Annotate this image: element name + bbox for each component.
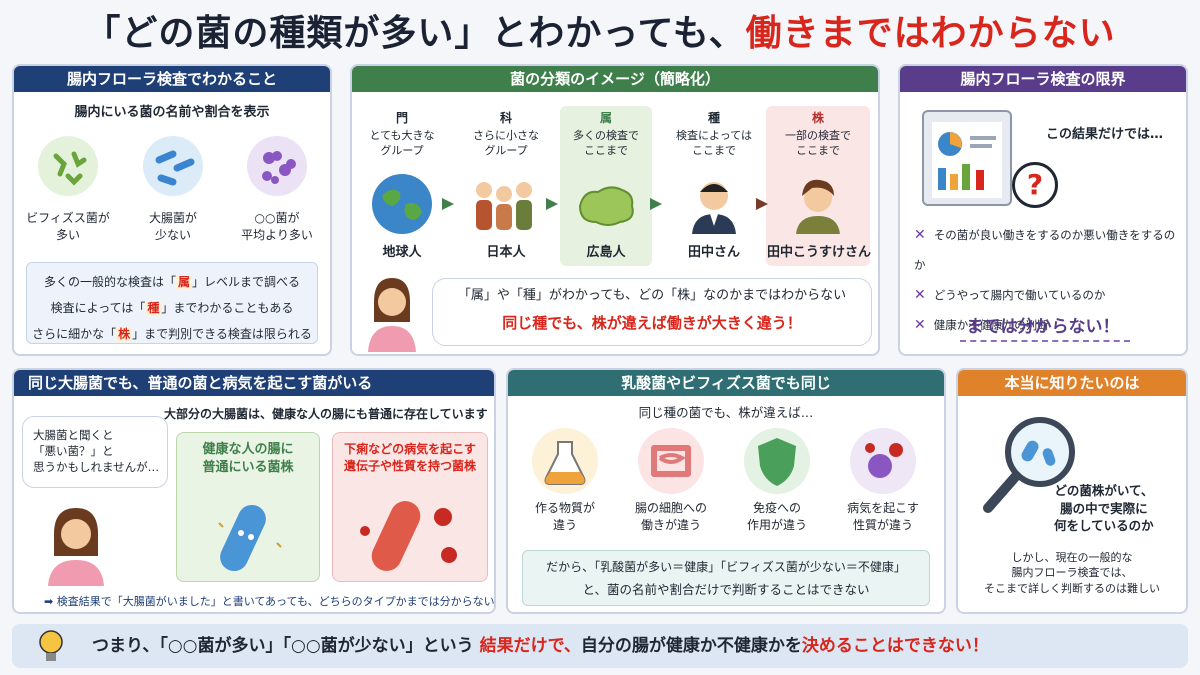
rank-species: 種 <box>707 111 720 125</box>
summary-bar: つまり、「○○菌が多い」「○○菌が少ない」という 結果だけで、自分の腸が健康か不… <box>12 624 1188 668</box>
panel-what-we-want: 本当に知りたいのは どの菌株がいて、腸の中で実際に何をしているのか しかし、現在… <box>956 368 1188 614</box>
arrow-3 <box>650 198 662 210</box>
limits-item-3: ✕健康か不健康かの判断 <box>914 317 1049 333</box>
summary-text: つまり、「○○菌が多い」「○○菌が少ない」という 結果だけで、自分の腸が健康か不… <box>92 636 989 656</box>
woman-thinking-icon <box>360 272 422 352</box>
clipboard-report-icon <box>922 110 1012 206</box>
e-coli-subtitle: 大部分の大腸菌は、健康な人の腸にも普通に存在しています <box>164 407 488 421</box>
rank-strain: 株 <box>811 111 824 125</box>
lactic-conclusion-box: だから、「乳酸菌が多い＝健康」「ビフィズス菌が少ない＝不健康」 と、菌の名前や割… <box>522 550 930 606</box>
what-we-want-note: しかし、現在の一般的な腸内フローラ検査では、そこまで詳しく判断するのは難しい <box>984 551 1160 595</box>
label-japanese: 日本人 <box>486 245 526 260</box>
bacteria-label-3: ○○菌が平均より多い <box>241 211 313 242</box>
panel-test-results-subtitle: 腸内にいる菌の名前や割合を表示 <box>74 105 270 120</box>
panel-limits: 腸内フローラ検査の限界 ? この結果だけでは… ✕その菌が良い働きをするのか悪い… <box>898 64 1188 356</box>
label-hiroshima: 広島人 <box>586 245 626 260</box>
x-mark-icon: ✕ <box>914 317 926 333</box>
note-species: 検査によっては「種」までわかることもある <box>50 301 294 315</box>
normal-strain-box: 健康な人の腸に普通にいる菌株 <box>176 432 320 582</box>
x-mark-icon: ✕ <box>914 287 926 303</box>
rank-phylum-desc: とても大きなグループ <box>369 129 435 158</box>
flask-icon <box>532 428 598 494</box>
other-bacteria-icon <box>247 136 307 196</box>
rank-strain-desc: 一部の検査でここまで <box>785 129 851 158</box>
arrow-right-icon: ➡ <box>44 595 57 608</box>
rank-genus-desc: 多くの検査でここまで <box>573 129 639 158</box>
panel-limits-header: 腸内フローラ検査の限界 <box>900 66 1186 92</box>
e-coli-speech-bubble: 大腸菌と聞くと「悪い菌？」と思うかもしれませんが… <box>22 416 168 488</box>
arrow-1 <box>442 198 454 210</box>
bifidobacteria-icon <box>38 136 98 196</box>
e-coli-icon <box>143 136 203 196</box>
rank-family-desc: さらに小さなグループ <box>473 129 539 158</box>
tanaka-san-icon <box>684 174 744 236</box>
e-coli-footer: ➡ 検査結果で「大腸菌がいました」と書いてあっても、どちらのタイプかまでは分から… <box>44 595 495 608</box>
title-emphasis: 働きまではわからない <box>745 13 1116 54</box>
panel-what-we-want-header: 本当に知りたいのは <box>958 370 1186 396</box>
japanese-people-icon <box>468 176 540 236</box>
bubble-line-1: 「属」や「種」がわかっても、どの「株」なのかまではわからない <box>457 288 847 303</box>
pathogen-icon <box>850 428 916 494</box>
label-tanaka-kosuke: 田中こうすけさん <box>766 245 871 260</box>
limits-item-2: ✕どうやって腸内で働いているのか <box>914 287 1106 303</box>
earth-icon <box>372 174 432 234</box>
classification-speech-bubble: 「属」や「種」がわかっても、どの「株」なのかまではわからない 同じ種でも、株が違… <box>432 278 872 346</box>
effect-label-4: 病気を起こす性質が違う <box>847 501 919 532</box>
rank-phylum: 門 <box>395 111 408 125</box>
panel-classification: 菌の分類のイメージ（簡略化） 門 とても大きなグループ 科 さらに小さなグループ… <box>350 64 880 356</box>
lactic-subtitle: 同じ種の菌でも、株が違えば… <box>638 405 814 420</box>
x-mark-icon: ✕ <box>914 227 926 243</box>
immunity-shield-icon <box>744 428 810 494</box>
label-earthling: 地球人 <box>382 245 422 260</box>
rank-genus: 属 <box>599 111 612 125</box>
effect-label-2: 腸の細胞への働きが違う <box>634 501 707 532</box>
what-we-want-question: どの菌株がいて、腸の中で実際に何をしているのか <box>1054 483 1154 533</box>
pathogenic-strain-box: 下痢などの病気を起こす遺伝子や性質を持つ菌株 <box>332 432 488 582</box>
effect-label-3: 免疫への作用が違う <box>746 501 807 532</box>
magnifier-icon <box>976 408 1086 518</box>
title-main: 「どの菌の種類が多い」とわかっても、 <box>84 13 746 54</box>
arrow-4 <box>756 198 768 210</box>
intestine-icon <box>638 428 704 494</box>
rank-species-desc: 検査によってはここまで <box>676 129 752 158</box>
lactic-note-1: だから、「乳酸菌が多い＝健康」「ビフィズス菌が少ない＝不健康」 <box>546 560 906 574</box>
panel-e-coli-header: 同じ大腸菌でも、普通の菌と病気を起こす菌がいる <box>14 370 494 396</box>
lactic-note-2: と、菌の名前や割合だけで判断することはできない <box>582 582 870 597</box>
conclusion-underline <box>960 340 1130 342</box>
note-strain: さらに細かな「株」まで判別できる検査は限られる <box>32 327 312 341</box>
panel-e-coli: 同じ大腸菌でも、普通の菌と病気を起こす菌がいる 大部分の大腸菌は、健康な人の腸に… <box>12 368 496 614</box>
limits-list: ✕その菌が良い働きをするのか悪い働きをするのか ✕どうやって腸内で働いているのか… <box>914 220 1184 340</box>
limits-item-1: ✕その菌が良い働きをするのか悪い働きをするのか <box>914 227 1176 272</box>
tanaka-kosuke-san-icon <box>788 174 848 236</box>
angry-e-coli-icon <box>353 491 473 579</box>
note-genus: 多くの一般的な検査は「属」レベルまで調べる <box>43 275 301 289</box>
lightbulb-icon <box>36 628 66 664</box>
worried-woman-icon <box>40 500 112 586</box>
panel-lactic-acid: 乳酸菌やビフィズス菌でも同じ 同じ種の菌でも、株が違えば… 作る物質が違う 腸の… <box>506 368 946 614</box>
bacteria-label-2: 大腸菌が少ない <box>148 211 197 242</box>
label-tanaka: 田中さん <box>687 245 740 260</box>
arrow-2 <box>546 198 558 210</box>
bubble-line-2: 同じ種でも、株が違えば働きが大きく違う！ <box>502 314 802 332</box>
limits-conclusion: までは分からない！ <box>966 317 1120 337</box>
hiroshima-map-icon <box>574 180 640 232</box>
panel-lactic-acid-header: 乳酸菌やビフィズス菌でも同じ <box>508 370 944 396</box>
panel-test-results-header: 腸内フローラ検査でわかること <box>14 66 330 92</box>
bacteria-label-1: ビフィズス菌が多い <box>26 211 110 242</box>
panel-test-results: 腸内フローラ検査でわかること 腸内にいる菌の名前や割合を表示 ビフィズス菌が多い… <box>12 64 332 356</box>
effect-label-1: 作る物質が違う <box>534 501 595 532</box>
limits-question: この結果だけでは… <box>1046 127 1164 142</box>
genus-highlight <box>560 106 652 266</box>
panel-classification-header: 菌の分類のイメージ（簡略化） <box>352 66 878 92</box>
question-mark-icon: ? <box>1012 162 1058 208</box>
classification-notes: 多くの一般的な検査は「属」レベルまで調べる 検査によっては「種」までわかることも… <box>26 262 318 344</box>
rank-family: 科 <box>499 111 512 125</box>
happy-e-coli-icon <box>207 493 293 577</box>
page-title: 「どの菌の種類が多い」とわかっても、働きまではわからない <box>0 4 1200 56</box>
